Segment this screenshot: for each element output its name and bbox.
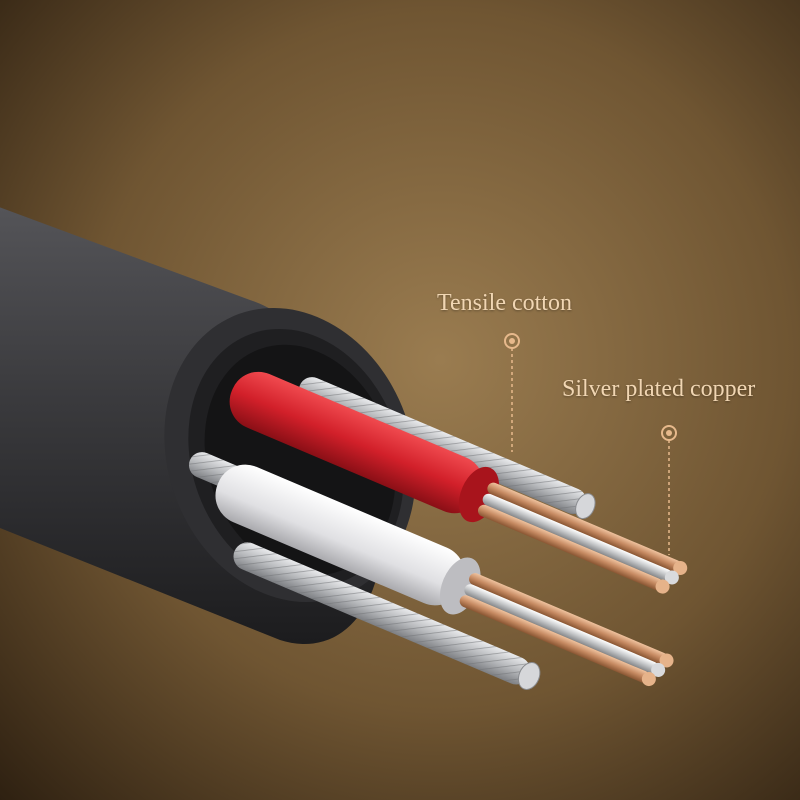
callout-silver [661, 425, 677, 555]
tensile-strand-top [298, 377, 596, 520]
white-conductor [215, 464, 674, 687]
target-dot-icon [504, 333, 520, 349]
tensile-strand-bottom [233, 542, 541, 690]
callout-tensile [504, 333, 520, 452]
red-conductor [229, 371, 688, 594]
label-silver-plated-copper: Silver plated copper [562, 376, 756, 402]
target-dot-icon [661, 425, 677, 441]
label-tensile-cotton: Tensile cotton [437, 290, 572, 316]
